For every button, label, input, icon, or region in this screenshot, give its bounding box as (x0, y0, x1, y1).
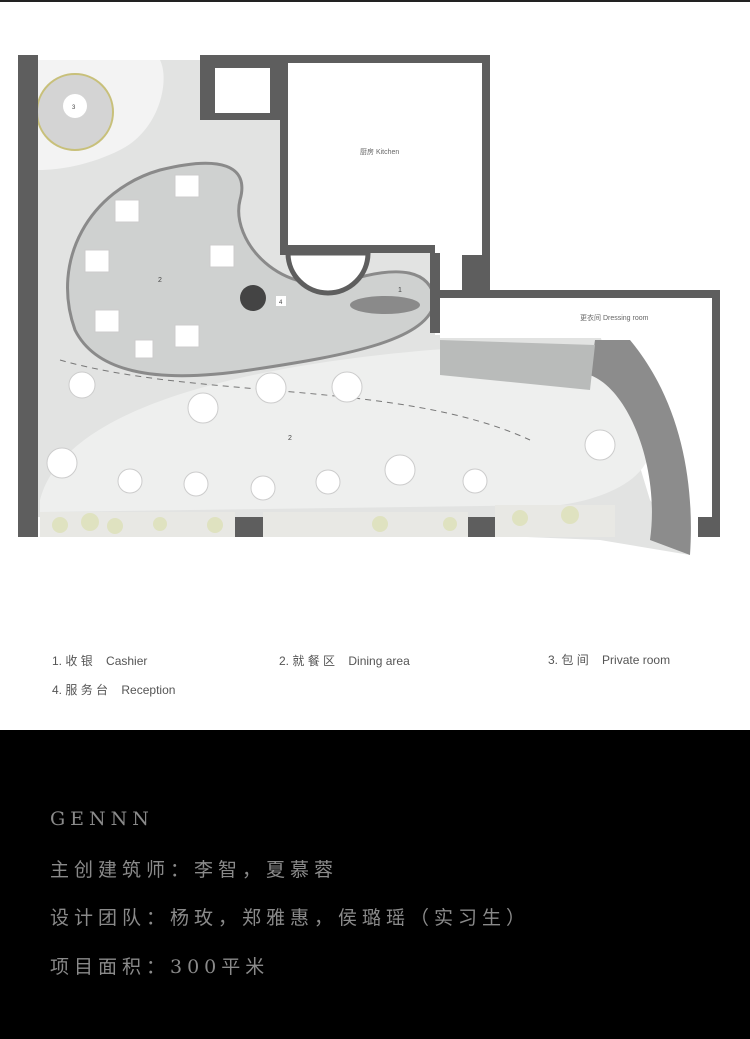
steps (440, 340, 595, 390)
brand-name: GENNN (50, 808, 154, 830)
marker-3: 3 (72, 105, 76, 111)
reception-desk (240, 285, 266, 311)
legend-item-cashier: 1. 收 银 Cashier (52, 654, 148, 668)
service-room (215, 68, 270, 113)
kitchen-label: 厨房 Kitchen (360, 147, 399, 156)
marker-2: 2 (158, 277, 162, 284)
legend-item-reception: 4. 服 务 台 Reception (52, 683, 176, 697)
top-border (0, 0, 750, 2)
dining-floor-lower (40, 348, 651, 512)
marker-4: 4 (279, 300, 283, 306)
marker-2b: 2 (288, 435, 292, 442)
architects: 主创建筑师：李智，夏慕蓉 (50, 859, 339, 881)
kitchen-room (288, 63, 482, 245)
credits-section (0, 730, 750, 1039)
floor-plan: 厨房 Kitchen 更衣间 Dressing room 1 2 2 3 4 (18, 55, 720, 555)
table-icon (63, 94, 87, 118)
design-team: 设计团队：杨玫，郑雅惠，侯璐瑶（实习生） (50, 907, 531, 929)
curved-wall (590, 340, 691, 555)
legend-item-dining: 2. 就 餐 区 Dining area (279, 654, 410, 668)
dressing-label: 更衣间 Dressing room (580, 313, 649, 322)
dressing-room (440, 298, 712, 338)
planters (40, 505, 615, 537)
project-area: 项目面积：300平米 (50, 956, 270, 978)
marker-1: 1 (398, 287, 402, 294)
kitchen-door (285, 250, 371, 296)
dining-tables (46, 174, 616, 501)
cashier-counter (350, 296, 420, 314)
legend-item-private-room: 3. 包 间 Private room (548, 653, 671, 667)
